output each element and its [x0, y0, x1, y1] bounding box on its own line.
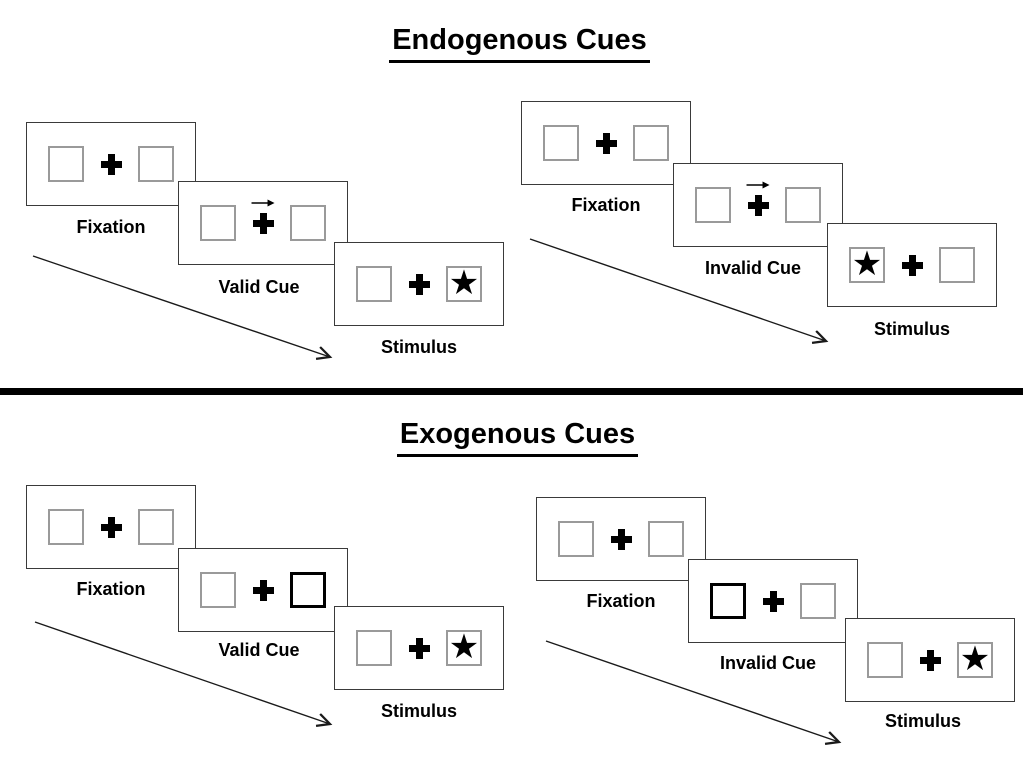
- panel-exogenous-invalid-cue: [688, 559, 858, 643]
- panel-center: [885, 224, 939, 306]
- fixation-cross-icon: [408, 273, 430, 295]
- fixation-cross-icon: [100, 516, 122, 538]
- target-star-icon: ★: [448, 263, 480, 302]
- endogenous-section-title: Endogenous Cues: [8, 22, 1023, 63]
- section-divider-rule: [0, 388, 1023, 395]
- endogenous-invalid-timeline-arrow: [529, 238, 826, 341]
- left-placeholder-square: [558, 521, 594, 557]
- target-star-icon: ★: [959, 639, 991, 678]
- right-placeholder-square: [648, 521, 684, 557]
- fixation-cross-icon: [901, 254, 923, 276]
- fixation-cross-icon: [762, 590, 784, 612]
- left-placeholder-square: [543, 125, 579, 161]
- fixation-cross-icon: [100, 153, 122, 175]
- panel-endogenous-valid-fixation: [26, 122, 196, 206]
- right-placeholder-square: [138, 146, 174, 182]
- left-placeholder-square: [356, 266, 392, 302]
- left-square-with-target: ★: [849, 247, 885, 283]
- panel-exogenous-valid-cue: [178, 548, 348, 632]
- right-placeholder-square: [633, 125, 669, 161]
- panel-center: [903, 619, 957, 701]
- right-highlighted-square: [290, 572, 326, 608]
- exogenous-valid-timeline-arrow: [34, 621, 330, 724]
- fixation-cross-icon: [747, 194, 769, 216]
- panel-label-fixation: Fixation: [586, 591, 656, 611]
- right-arrow-icon: [746, 181, 770, 189]
- right-placeholder-square: [939, 247, 975, 283]
- left-placeholder-square: [695, 187, 731, 223]
- panel-exogenous-valid-fixation: [26, 485, 196, 569]
- endogenous-title-text: Endogenous Cues: [389, 22, 650, 63]
- right-square-with-target: ★: [957, 642, 993, 678]
- fixation-cross-icon: [595, 132, 617, 154]
- panel-center: [731, 164, 785, 246]
- panel-endogenous-invalid-fixation: [521, 101, 691, 185]
- panel-endogenous-valid-cue: [178, 181, 348, 265]
- panel-label-fixation: Fixation: [571, 195, 641, 215]
- exogenous-title-text: Exogenous Cues: [396, 416, 639, 457]
- panel-label-stimulus: Stimulus: [380, 337, 457, 357]
- panel-label-valid-cue: Valid Cue: [218, 640, 300, 660]
- left-placeholder-square: [48, 509, 84, 545]
- panel-endogenous-valid-stimulus: ★: [334, 242, 504, 326]
- right-placeholder-square: [785, 187, 821, 223]
- panel-label-invalid-cue: Invalid Cue: [719, 653, 817, 673]
- fixation-cross-icon: [252, 212, 274, 234]
- exogenous-section-title: Exogenous Cues: [6, 416, 1023, 457]
- target-star-icon: ★: [448, 627, 480, 666]
- panel-label-fixation: Fixation: [76, 217, 146, 237]
- panel-label-fixation: Fixation: [76, 579, 146, 599]
- panel-exogenous-invalid-fixation: [536, 497, 706, 581]
- panel-center: [392, 243, 446, 325]
- panel-endogenous-invalid-stimulus: ★: [827, 223, 997, 307]
- right-placeholder-square: [138, 509, 174, 545]
- fixation-cross-icon: [610, 528, 632, 550]
- target-star-icon: ★: [851, 244, 883, 283]
- right-placeholder-square: [290, 205, 326, 241]
- panel-label-stimulus: Stimulus: [884, 711, 961, 731]
- left-placeholder-square: [200, 572, 236, 608]
- endogenous-valid-timeline-arrow: [32, 255, 330, 357]
- panel-exogenous-invalid-stimulus: ★: [845, 618, 1015, 702]
- left-placeholder-square: [200, 205, 236, 241]
- left-placeholder-square: [356, 630, 392, 666]
- panel-label-invalid-cue: Invalid Cue: [704, 258, 802, 278]
- panel-center: [236, 182, 290, 264]
- panel-label-stimulus: Stimulus: [380, 701, 457, 721]
- panel-center: [594, 498, 648, 580]
- left-highlighted-square: [710, 583, 746, 619]
- left-placeholder-square: [867, 642, 903, 678]
- fixation-cross-icon: [408, 637, 430, 659]
- left-placeholder-square: [48, 146, 84, 182]
- panel-center: [746, 560, 800, 642]
- panel-center: [84, 486, 138, 568]
- panel-endogenous-invalid-cue: [673, 163, 843, 247]
- panel-center: [392, 607, 446, 689]
- panel-label-valid-cue: Valid Cue: [218, 277, 300, 297]
- fixation-cross-icon: [919, 649, 941, 671]
- panel-exogenous-valid-stimulus: ★: [334, 606, 504, 690]
- panel-label-stimulus: Stimulus: [873, 319, 950, 339]
- panel-center: [84, 123, 138, 205]
- right-square-with-target: ★: [446, 266, 482, 302]
- panel-center: [236, 549, 290, 631]
- fixation-cross-icon: [252, 579, 274, 601]
- panel-center: [579, 102, 633, 184]
- right-arrow-icon: [251, 199, 275, 207]
- right-square-with-target: ★: [446, 630, 482, 666]
- right-placeholder-square: [800, 583, 836, 619]
